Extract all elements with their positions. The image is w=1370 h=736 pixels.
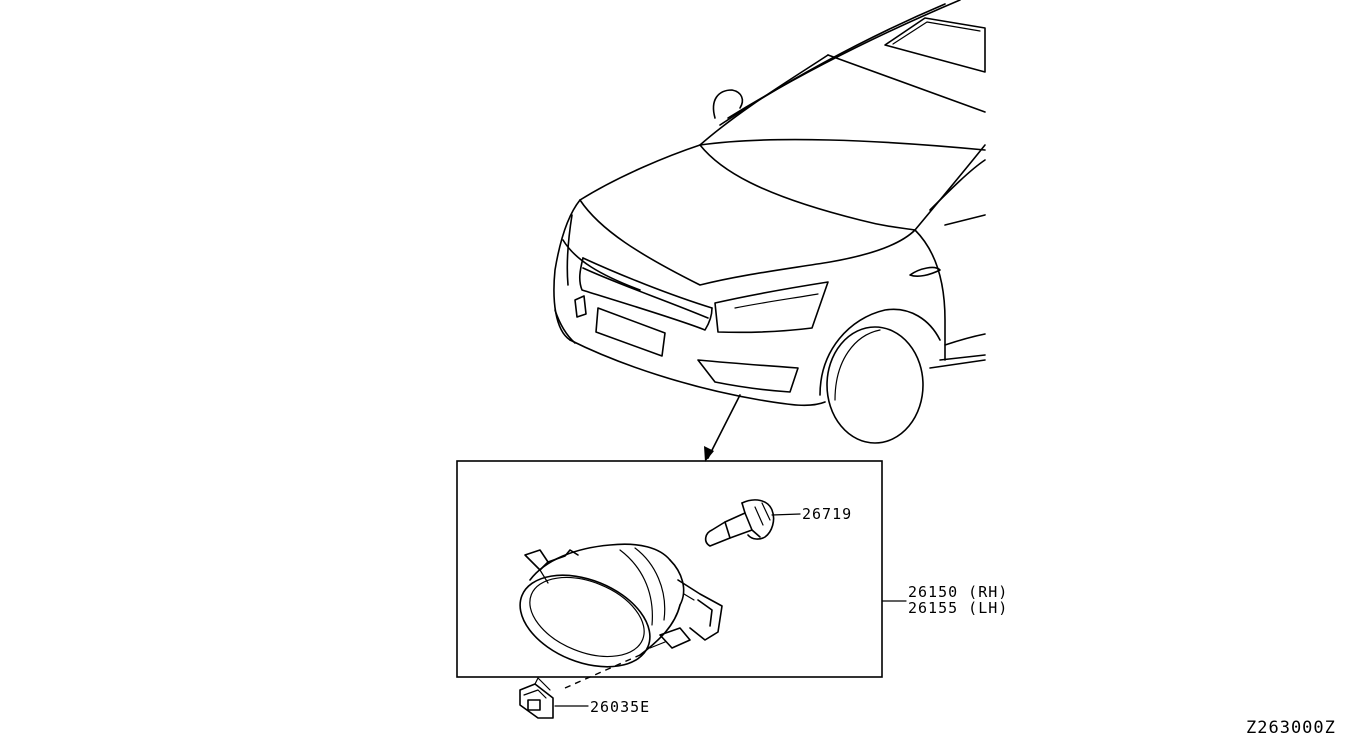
diagram-code: Z263000Z [1246,718,1336,736]
detail-frame [456,460,883,678]
lamp-lh-part-number: 26155 (LH) [908,599,1008,617]
bracket-part-number: 26035E [590,698,650,716]
bracket-part [519,654,641,719]
car-illustration [553,0,986,444]
lamp-rh-part-number: 26150 (RH) [908,583,1008,601]
bulb-part-number: 26719 [802,505,852,523]
fog-lamp-assembly [519,543,723,668]
bulb-part [704,499,801,547]
callout-arrow [704,394,741,462]
